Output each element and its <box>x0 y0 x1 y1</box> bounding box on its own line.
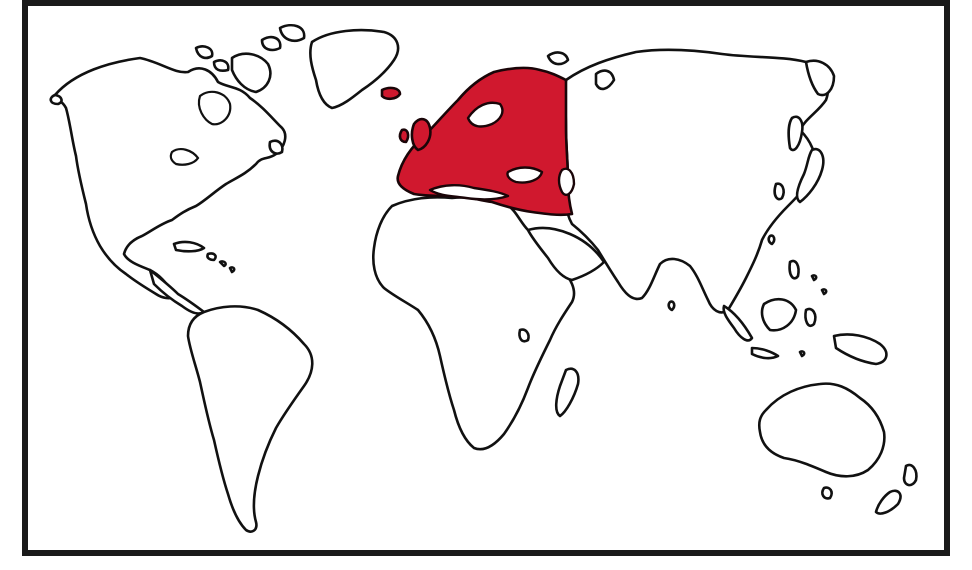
caspian-sea <box>557 167 576 196</box>
java <box>750 346 780 360</box>
lake-victoria <box>518 328 530 343</box>
greenland <box>309 28 400 110</box>
caribbean-island-2 <box>218 260 227 268</box>
borneo <box>760 297 798 332</box>
new-zealand-south <box>874 489 902 515</box>
svalbard <box>546 51 570 66</box>
south-america <box>186 305 314 533</box>
great-lakes <box>169 148 200 166</box>
islet-2 <box>820 288 828 296</box>
black-sea <box>506 166 544 184</box>
islet-3 <box>798 350 806 358</box>
new-guinea <box>832 333 888 366</box>
newfoundland <box>268 139 284 155</box>
korea <box>773 182 785 201</box>
hudson-bay <box>197 90 232 126</box>
philippines <box>788 259 800 280</box>
arabian-peninsula <box>526 226 606 282</box>
caribbean-island-1 <box>206 252 217 262</box>
madagascar <box>554 367 580 418</box>
taiwan <box>767 234 776 246</box>
tasmania <box>821 486 833 500</box>
sri-lanka <box>667 300 676 312</box>
ireland <box>398 128 410 144</box>
kamchatka <box>804 59 836 97</box>
australia <box>757 382 886 478</box>
arctic-island-3 <box>260 35 282 52</box>
sakhalin <box>787 115 804 152</box>
baltic-sea <box>466 101 504 128</box>
iceland <box>380 86 402 101</box>
new-zealand-north <box>902 463 918 487</box>
mediterranean-sea <box>428 184 510 201</box>
africa <box>372 195 576 451</box>
north-america <box>53 56 287 300</box>
baffin-island <box>230 52 272 94</box>
caribbean-island-3 <box>228 266 236 274</box>
novaya-zemlya <box>594 69 616 91</box>
japan <box>795 147 825 204</box>
alaska <box>49 93 63 106</box>
arctic-island-1 <box>194 45 214 60</box>
great-britain <box>410 117 432 152</box>
cuba <box>172 240 206 253</box>
arctic-island-2 <box>212 59 230 73</box>
islet-1 <box>810 274 818 282</box>
sumatra <box>722 304 754 342</box>
sulawesi <box>804 307 817 328</box>
arctic-island-4 <box>278 24 306 42</box>
